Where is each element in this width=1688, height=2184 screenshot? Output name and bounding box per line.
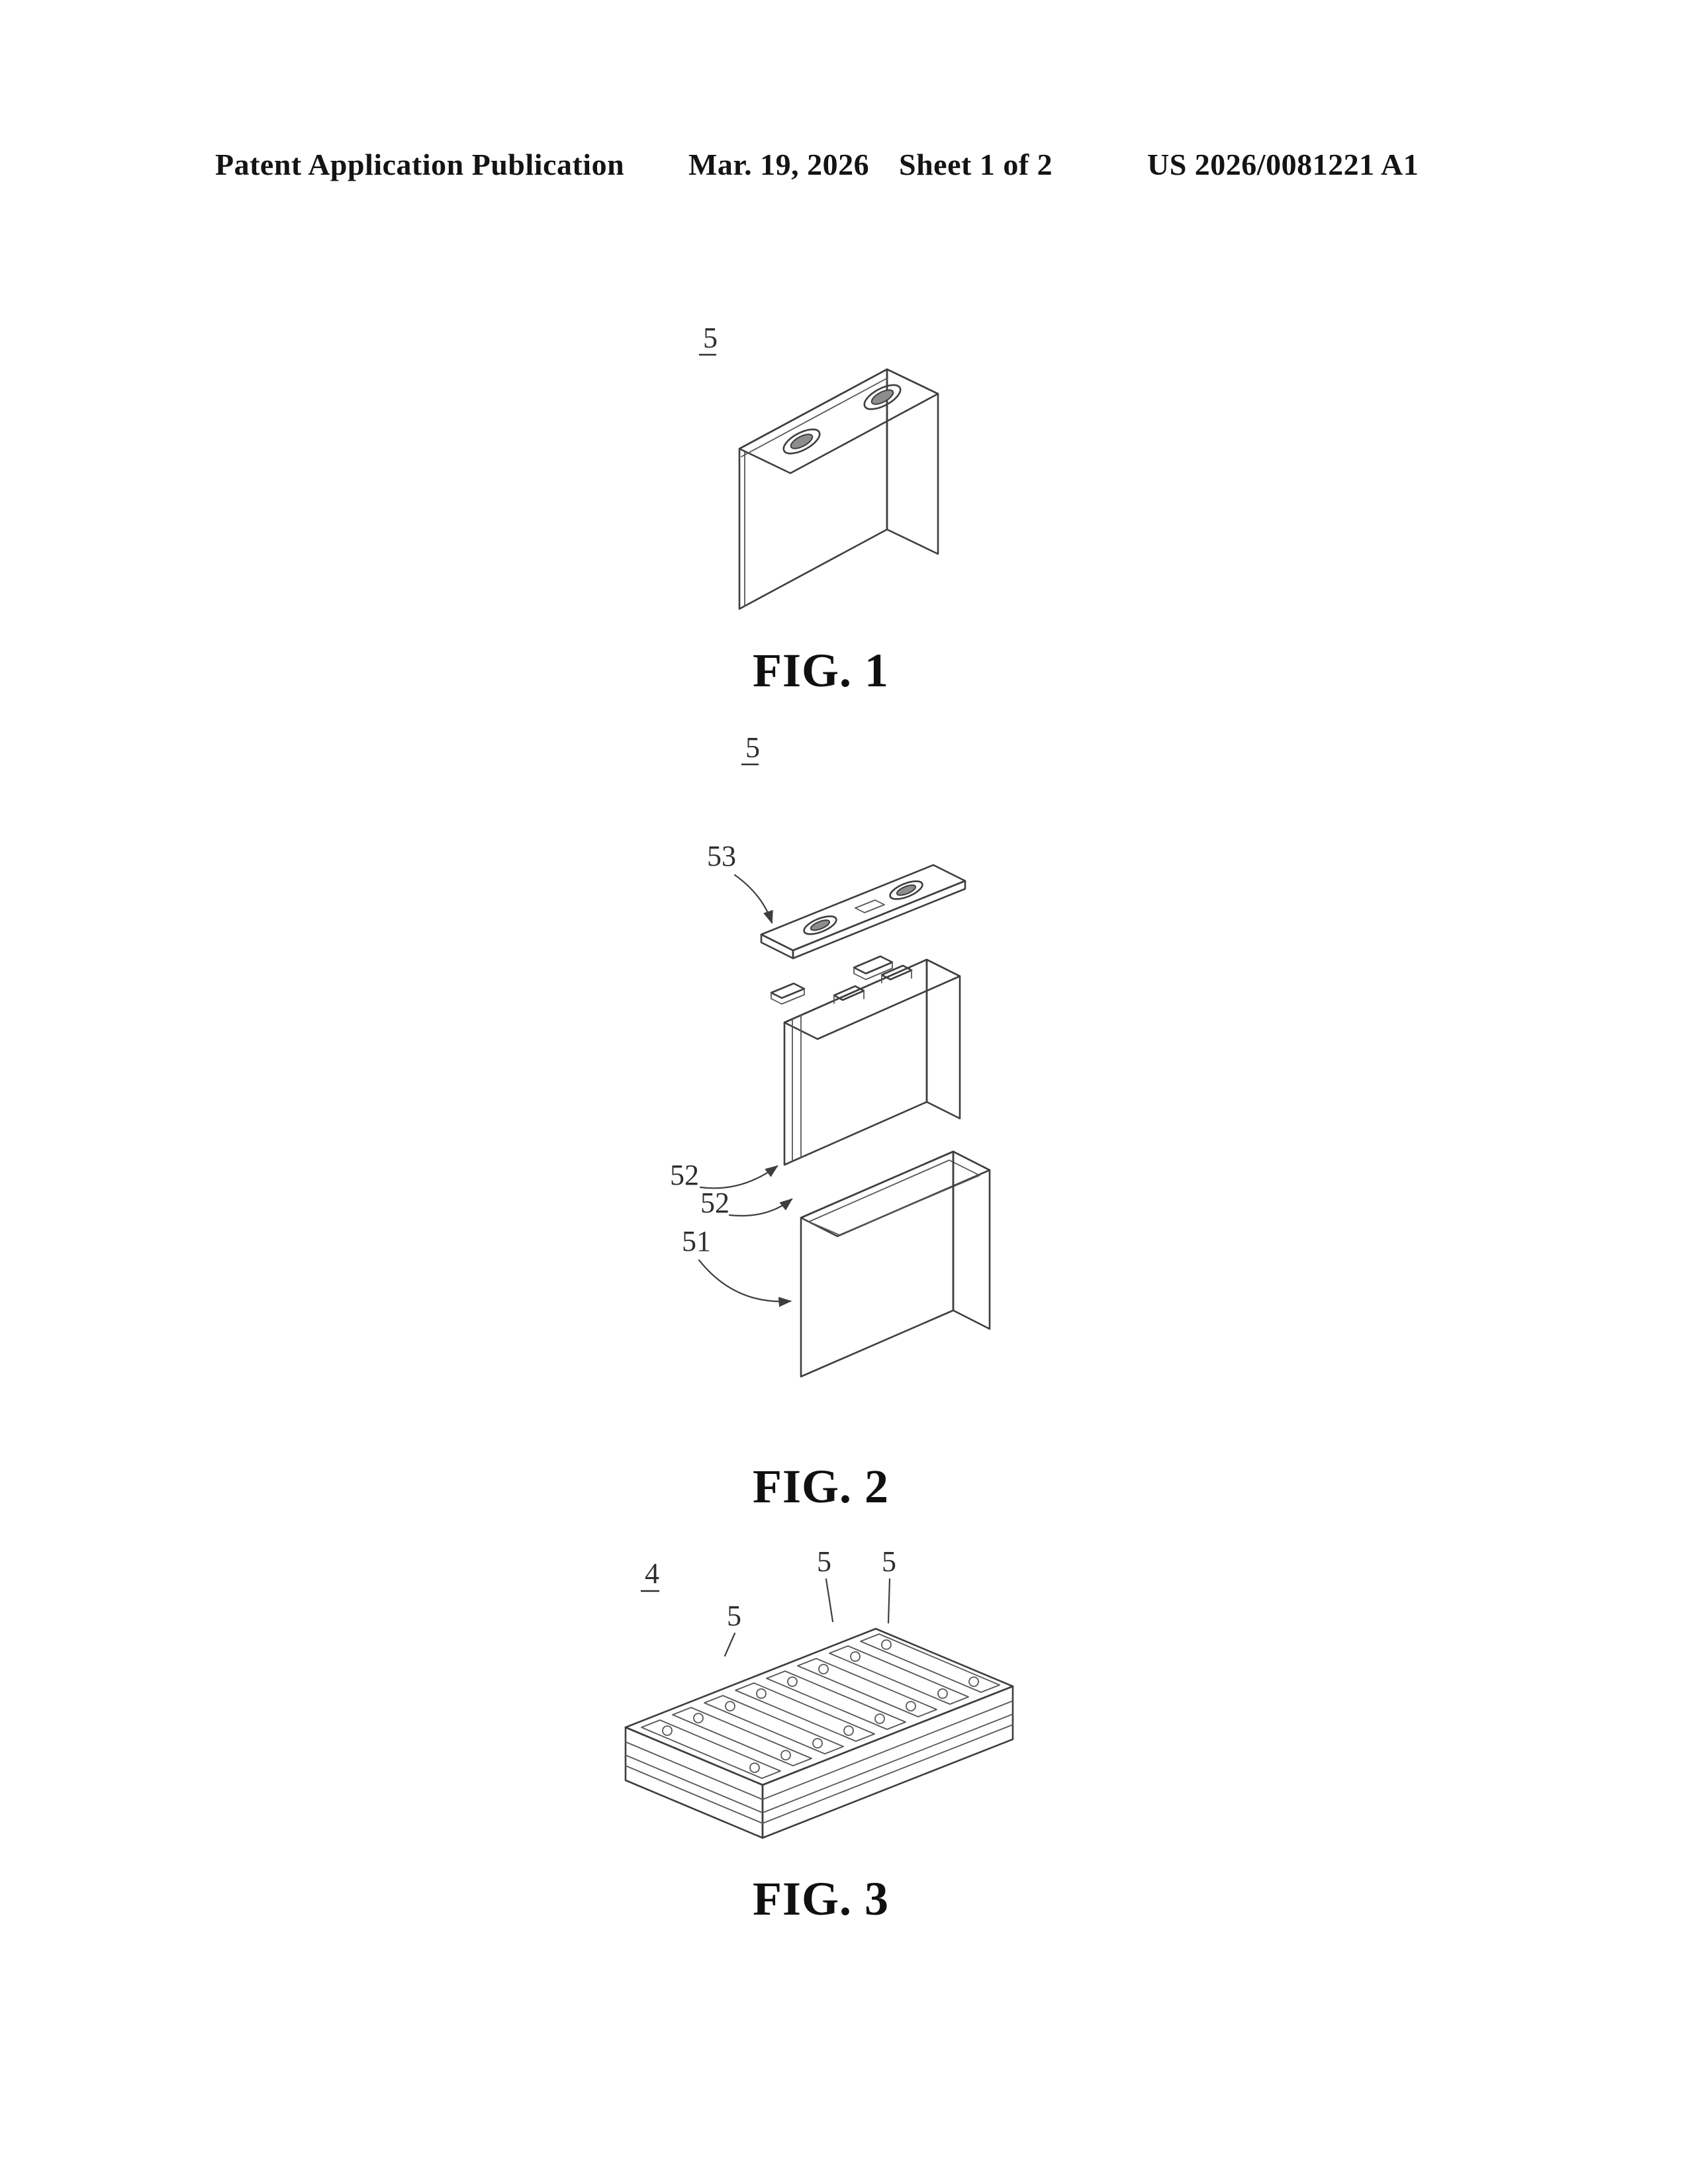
header-date: Mar. 19, 2026 xyxy=(688,148,870,181)
fig3-ref-5c: 5 xyxy=(882,1545,896,1578)
fig2-can xyxy=(800,1150,991,1378)
fig2-ref-52a: 52 xyxy=(670,1159,699,1191)
fig2-ref-51: 51 xyxy=(682,1225,711,1257)
fig3-caption: FIG. 3 xyxy=(752,1872,889,1925)
fig2-exploded-view-drawing: 5 xyxy=(670,731,991,1378)
fig3-ref-5b: 5 xyxy=(817,1545,831,1578)
fig2-terminal-connector-right xyxy=(853,955,894,980)
header-sheet-number: Sheet 1 of 2 xyxy=(899,148,1053,181)
fig2-leader-51 xyxy=(698,1259,792,1307)
fig2-cap-plate xyxy=(760,864,966,960)
fig2-caption: FIG. 2 xyxy=(752,1460,889,1513)
fig3-ref-5a: 5 xyxy=(727,1600,741,1632)
fig2-terminal-connector-left xyxy=(770,982,806,1005)
fig2-leader-52a xyxy=(699,1165,778,1189)
fig2-leader-52b xyxy=(728,1198,793,1217)
fig1-cell-body xyxy=(738,368,939,610)
fig2-leader-53 xyxy=(733,874,773,925)
fig1-terminal-left xyxy=(782,428,821,455)
header-patent-number: US 2026/0081221 A1 xyxy=(1147,148,1419,181)
fig3-leader-5a xyxy=(724,1632,736,1657)
fig3-cell-row xyxy=(641,1633,1000,1779)
fig3-ref-4: 4 xyxy=(645,1557,659,1590)
fig1-terminal-right xyxy=(863,384,902,410)
fig3-battery-module-drawing: 4 5 5 5 xyxy=(624,1545,1014,1839)
fig3-module-body xyxy=(624,1627,1014,1839)
fig2-ref-5: 5 xyxy=(745,731,760,764)
fig2-ref-53: 53 xyxy=(707,840,736,872)
fig3-leader-5c xyxy=(887,1578,891,1624)
header-publication-label: Patent Application Publication xyxy=(215,148,625,181)
fig1-ref-5: 5 xyxy=(703,322,718,354)
fig1-caption: FIG. 1 xyxy=(752,644,889,697)
fig3-leader-5b xyxy=(825,1578,834,1623)
fig2-electrode-assembly xyxy=(783,958,961,1166)
fig1-battery-cell-drawing: 5 xyxy=(699,322,939,610)
fig2-ref-52b: 52 xyxy=(700,1187,729,1219)
